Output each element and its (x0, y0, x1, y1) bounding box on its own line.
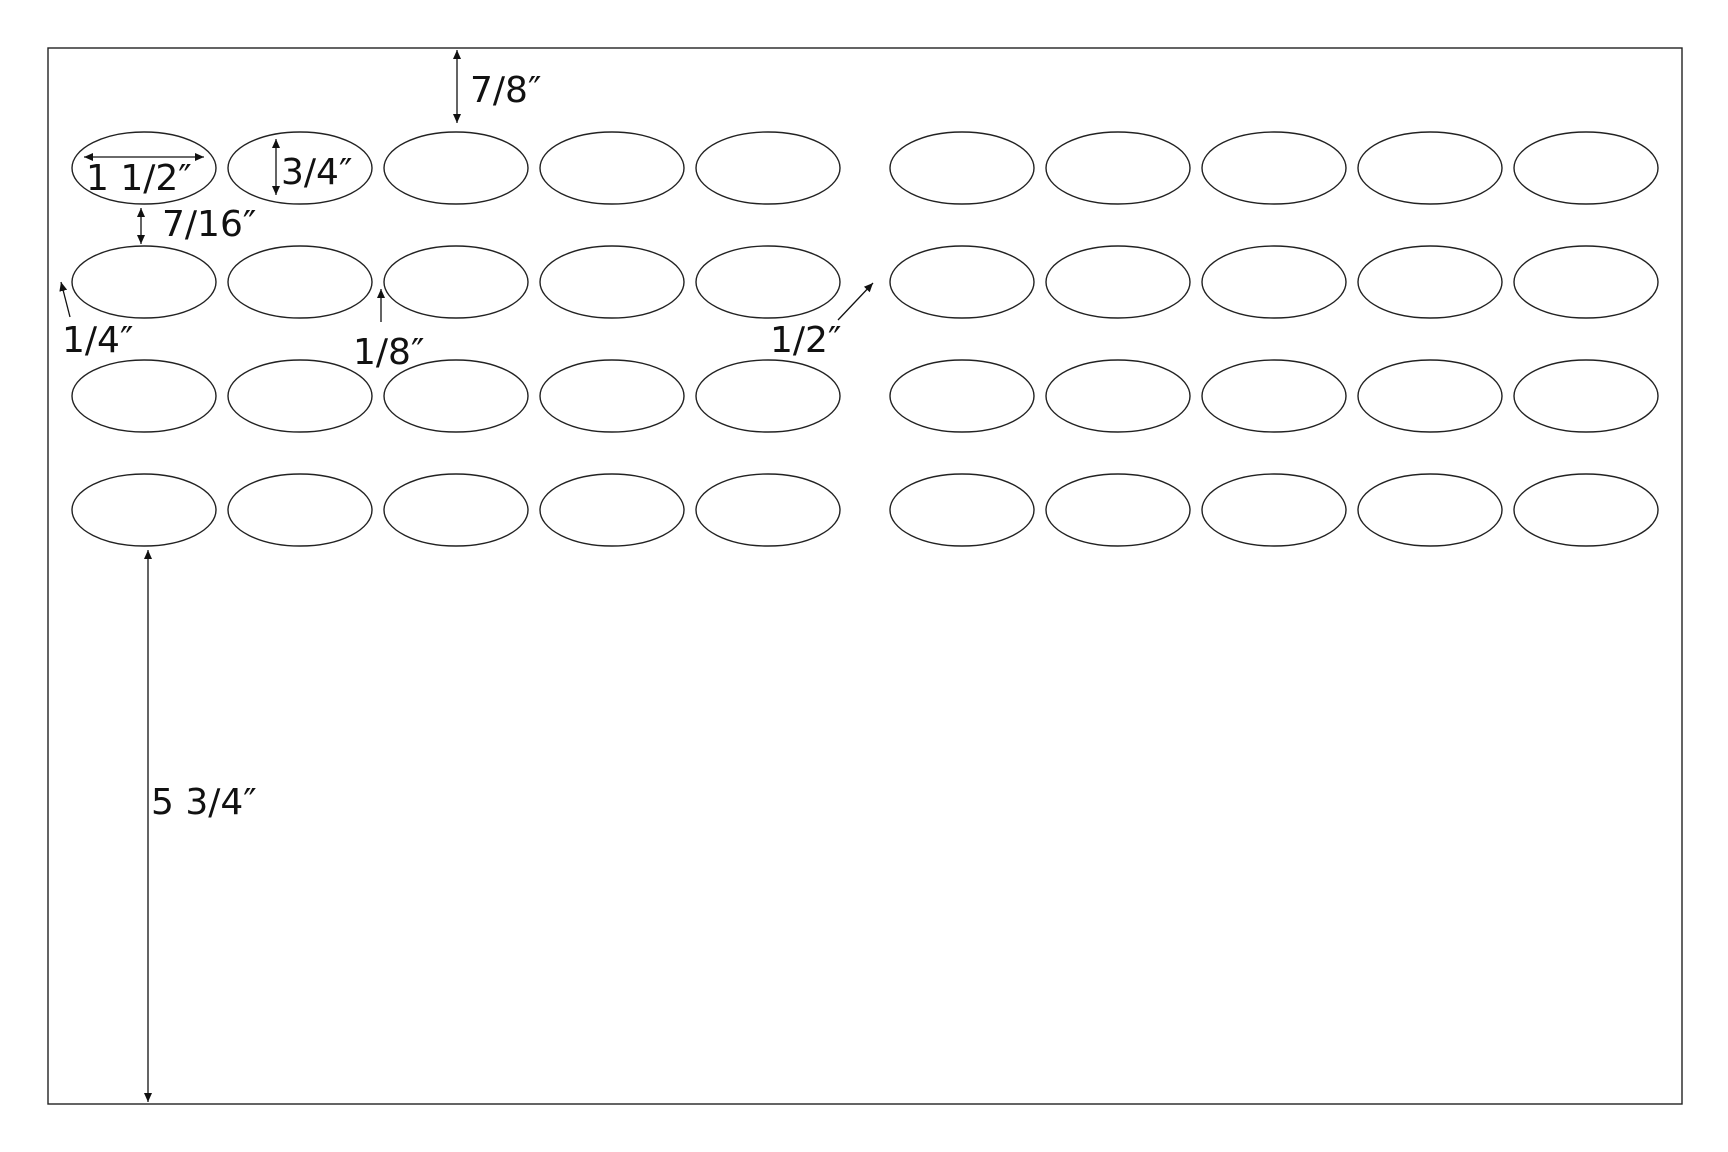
oval-label (695, 245, 841, 319)
oval-label (1045, 245, 1191, 319)
top-margin-label: 7/8″ (470, 70, 541, 111)
oval-label (1201, 359, 1347, 433)
oval-label (695, 473, 841, 547)
oval-label (71, 473, 217, 547)
oval-label (1045, 359, 1191, 433)
oval-label (227, 473, 373, 547)
oval-label (1357, 359, 1503, 433)
oval-label (889, 473, 1035, 547)
oval-label (383, 359, 529, 433)
oval-label (1357, 131, 1503, 205)
sheet-border (47, 47, 1683, 1105)
vertical-gap-label: 7/16″ (162, 204, 256, 245)
oval-label (695, 131, 841, 205)
oval-label (383, 473, 529, 547)
oval-label (1201, 473, 1347, 547)
oval-label (539, 473, 685, 547)
oval-label (227, 245, 373, 319)
oval-label (1513, 245, 1659, 319)
label-grid (71, 131, 1659, 547)
oval-label (227, 359, 373, 433)
left-margin-label: 1/4″ (62, 320, 133, 361)
oval-label (1201, 131, 1347, 205)
oval-label (539, 359, 685, 433)
oval-label (889, 131, 1035, 205)
left-margin-arrow (59, 281, 71, 318)
label-width-label: 1 1/2″ (86, 158, 192, 199)
oval-label (227, 131, 373, 205)
oval-label (1201, 245, 1347, 319)
oval-label (71, 245, 217, 319)
oval-label (1357, 473, 1503, 547)
oval-label (889, 359, 1035, 433)
oval-label (1045, 131, 1191, 205)
oval-label (383, 131, 529, 205)
oval-label (1045, 473, 1191, 547)
oval-label (1357, 245, 1503, 319)
oval-label (1513, 131, 1659, 205)
block-gap-arrow (837, 282, 874, 321)
oval-label (71, 359, 217, 433)
oval-label (539, 245, 685, 319)
oval-label (539, 131, 685, 205)
oval-label (383, 245, 529, 319)
oval-label (889, 245, 1035, 319)
oval-label (71, 131, 217, 205)
label-height-label: 3/4″ (281, 152, 352, 193)
oval-label (1513, 473, 1659, 547)
block-gap-label: 1/2″ (770, 320, 841, 361)
bottom-margin-label: 5 3/4″ (151, 782, 257, 823)
oval-label (695, 359, 841, 433)
horizontal-gap-label: 1/8″ (353, 332, 424, 373)
oval-label (1513, 359, 1659, 433)
